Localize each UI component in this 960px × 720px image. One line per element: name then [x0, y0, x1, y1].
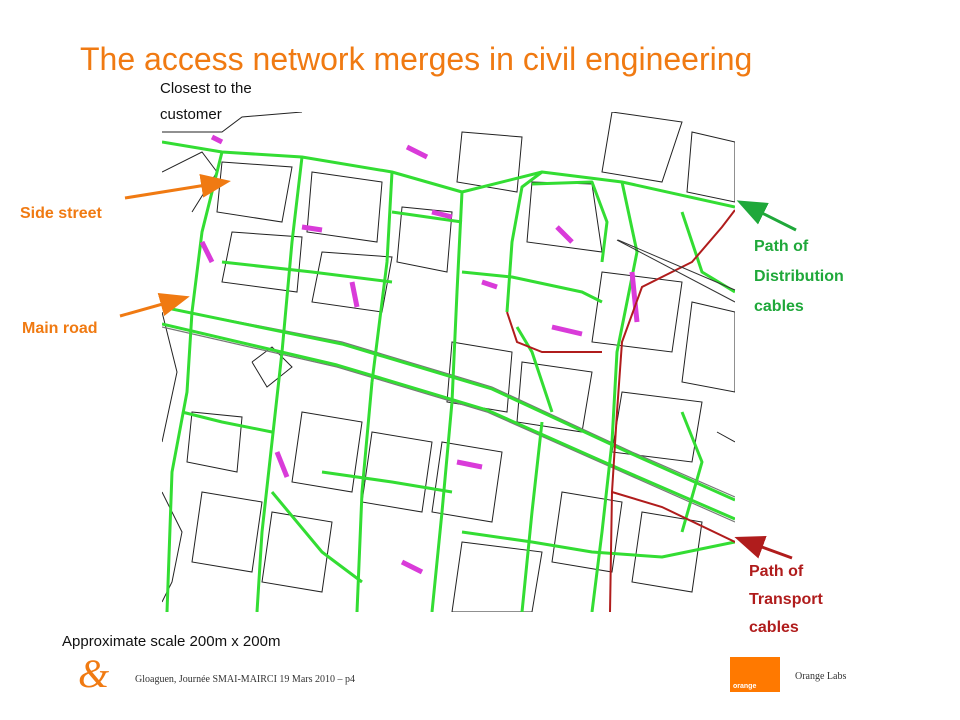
distribution-arrow: [736, 200, 797, 232]
closest-to-customer-label: Closest to the customer: [160, 80, 252, 123]
scale-note: Approximate scale 200m x 200m: [62, 633, 281, 650]
distribution-label-line-3: cables: [754, 298, 804, 315]
main-road-label: Main road: [22, 320, 98, 337]
orange-logo-text: orange: [733, 683, 757, 690]
distribution-label-line-2: Distribution: [754, 268, 844, 285]
transport-label-line-2: Transport: [749, 591, 823, 608]
transport-label-line-1: Path of: [749, 563, 804, 580]
ampersand-logo: &: [78, 651, 110, 696]
distribution-pointer: [617, 239, 736, 291]
footer-text: Gloaguen, Journée SMAI-MAIRCI 19 Mars 20…: [135, 674, 355, 685]
guide-lines: [616, 239, 735, 303]
transport-label: Path of Transport cables: [749, 558, 823, 642]
side-street-arrow: [124, 173, 231, 200]
distribution-label: Path of Distribution cables: [754, 232, 844, 322]
transport-cable: [506, 209, 735, 612]
brand-label: Orange Labs: [795, 671, 847, 682]
building-outlines: [162, 112, 735, 612]
page-title: The access network merges in civil engin…: [80, 41, 753, 77]
chamber-markers: [199, 134, 640, 575]
orange-logo: orange: [730, 657, 780, 692]
main-road-arrow: [119, 292, 190, 318]
transport-arrow: [734, 535, 793, 560]
transport-label-line-3: cables: [749, 619, 799, 636]
distribution-label-line-1: Path of: [754, 238, 809, 255]
side-street-label: Side street: [20, 205, 102, 222]
street-map: [162, 112, 735, 612]
